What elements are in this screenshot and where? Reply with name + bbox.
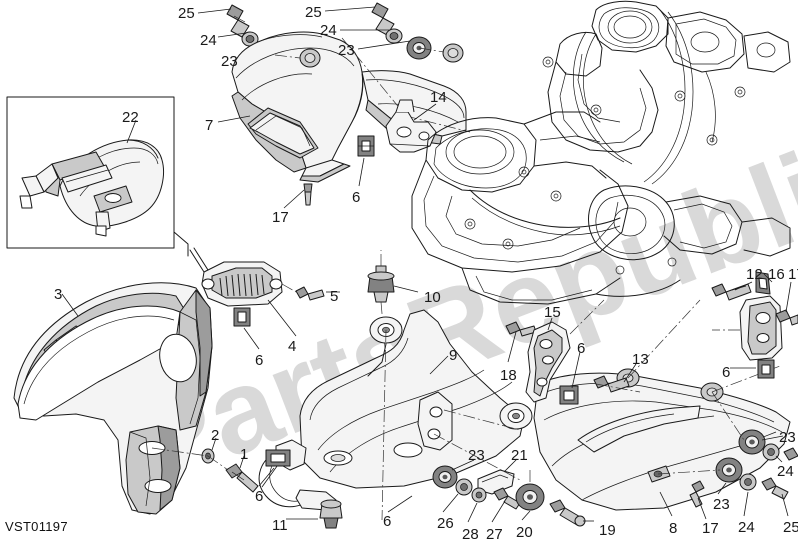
callout-21-spacer: 21 (511, 447, 528, 464)
callout-14-bracket: 14 (430, 89, 447, 106)
callout-24-far-right: 24 (777, 463, 794, 480)
callout-6-clip-right: 6 (722, 364, 731, 381)
plate-holder-4 (189, 247, 297, 337)
callout-1-screw: 1 (240, 446, 249, 463)
callout-7-fairing: 7 (205, 117, 214, 134)
callout-18-screw: 18 (500, 367, 517, 384)
callout-6-clip-mid: 6 (577, 340, 586, 357)
fender-fasteners (151, 437, 291, 493)
callout-23-far-right: 23 (779, 429, 796, 446)
callout-24-lower-right: 24 (738, 519, 755, 536)
callout-27-screw: 27 (486, 526, 503, 539)
callout-28-washer: 28 (462, 526, 479, 539)
callout-16-clip: 16 (768, 266, 785, 283)
callout-26-bush: 26 (437, 515, 454, 532)
callout-6-clip-bottom: 6 (383, 513, 392, 530)
bracket-group-mid (505, 299, 641, 405)
callout-23-lower-mid: 23 (468, 447, 485, 464)
callout-13-screw: 13 (632, 351, 649, 368)
callout-24-upper-left: 24 (200, 32, 217, 49)
engine-assembly (411, 0, 791, 305)
bracket-14 (385, 99, 437, 153)
screw-5 (281, 283, 340, 301)
callout-5-screw: 5 (330, 288, 339, 305)
inset-detail-box (6, 96, 189, 257)
lower-center-fasteners (432, 433, 594, 527)
clip-6-fender (233, 307, 260, 350)
callout-10-grommet: 10 (424, 289, 441, 306)
callout-25-far-right: 25 (783, 519, 798, 536)
callout-15-bracket: 15 (544, 304, 561, 321)
callout-6-clip-fender: 6 (255, 352, 264, 369)
grommet-10 (367, 250, 419, 349)
callout-20-grommet: 20 (516, 524, 533, 539)
callout-24-upper-mid: 24 (320, 22, 337, 39)
callout-19-screw: 19 (599, 522, 616, 539)
headlight-fairing (217, 31, 471, 183)
callout-25-upper-left: 25 (178, 5, 195, 22)
callout-23-upper-left: 23 (221, 53, 238, 70)
callout-23-upper-mid: 23 (338, 42, 355, 59)
belly-pan (258, 309, 533, 529)
callout-17-screw-right: 17 (788, 266, 798, 283)
callout-2-washer: 2 (211, 427, 220, 444)
callout-25-upper-mid: 25 (305, 4, 322, 21)
bottom-right-fasteners (657, 391, 798, 520)
callout-12-screw: 12 (746, 266, 763, 283)
bracket-group-right (711, 271, 798, 379)
callout-17-screw-upper: 17 (272, 209, 289, 226)
callout-9-belly-pan: 9 (449, 347, 458, 364)
callout-17-screw-lower: 17 (702, 520, 719, 537)
front-fender (13, 282, 213, 515)
callout-23-lower-right: 23 (713, 496, 730, 513)
callout-11-grommet: 11 (272, 517, 288, 534)
callout-4-plate: 4 (288, 338, 297, 355)
fastener-group-top-mid (324, 2, 432, 60)
callout-8-side-fairing: 8 (669, 520, 678, 537)
diagram-code: VST01197 (5, 519, 68, 534)
screw-17-upper (283, 183, 313, 209)
callout-3-front-fender: 3 (54, 286, 63, 303)
callout-6-clip-lower: 6 (255, 488, 264, 505)
clip-6-upper (357, 135, 375, 187)
callout-6-clip-upper: 6 (352, 189, 361, 206)
callout-22-inset: 22 (122, 109, 139, 126)
